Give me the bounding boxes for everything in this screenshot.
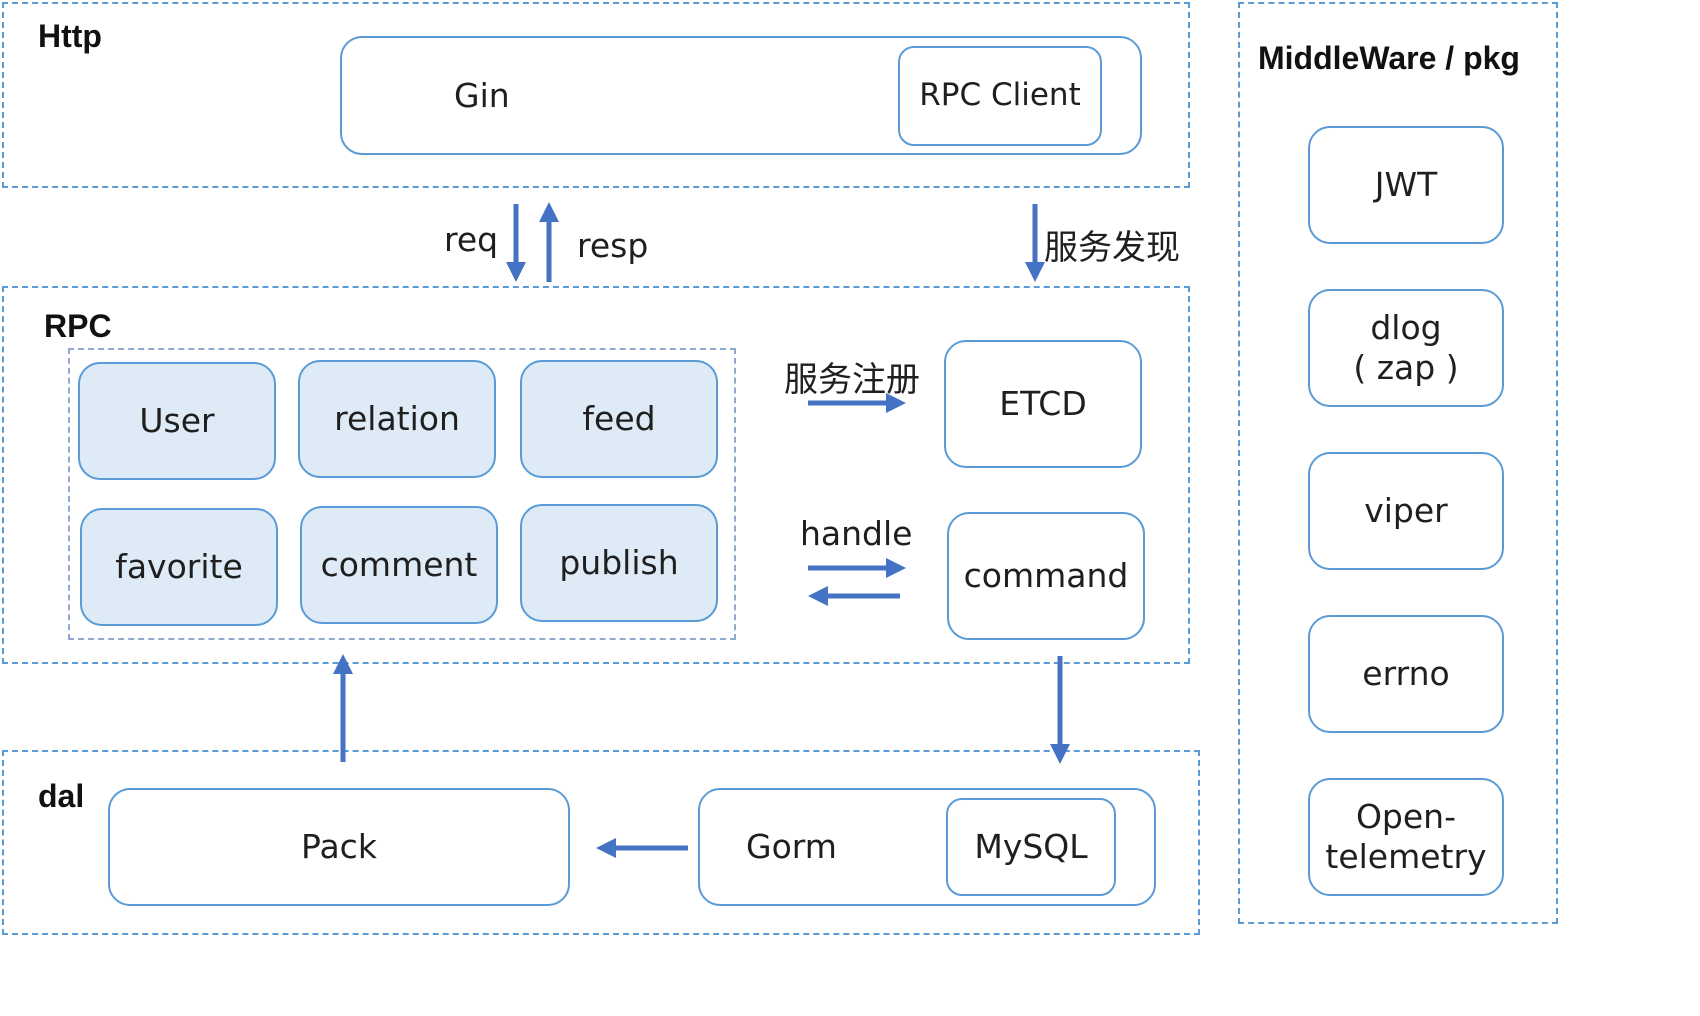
http-layer-title: Http bbox=[38, 18, 102, 54]
service-feed: feed bbox=[520, 360, 718, 478]
middleware-viper: viper bbox=[1308, 452, 1504, 570]
register-label: 服务注册 bbox=[784, 360, 920, 400]
middleware-dlog-label: dlog ( zap ) bbox=[1353, 308, 1459, 387]
etcd-box: ETCD bbox=[944, 340, 1142, 468]
service-favorite-label: favorite bbox=[115, 547, 243, 587]
middleware-opentelemetry: Open- telemetry bbox=[1308, 778, 1504, 896]
handle-label: handle bbox=[800, 514, 913, 553]
middleware-jwt-label: JWT bbox=[1374, 165, 1438, 205]
pack-label: Pack bbox=[301, 827, 377, 867]
etcd-label: ETCD bbox=[999, 384, 1087, 424]
service-publish-label: publish bbox=[559, 543, 679, 583]
middleware-layer bbox=[1238, 2, 1558, 924]
rpc-client-box: RPC Client bbox=[898, 46, 1102, 146]
req-arrowhead bbox=[506, 262, 526, 282]
gorm-to-pack-arrowhead bbox=[596, 838, 616, 858]
register-arrowhead bbox=[886, 393, 906, 413]
service-relation-label: relation bbox=[334, 399, 460, 439]
rpc-services-group bbox=[68, 348, 736, 640]
service-user-label: User bbox=[139, 401, 215, 441]
service-publish: publish bbox=[520, 504, 718, 622]
discovery-arrowhead bbox=[1025, 262, 1045, 282]
middleware-errno-label: errno bbox=[1362, 654, 1450, 694]
rpc-layer bbox=[2, 286, 1190, 664]
pack-box: Pack bbox=[108, 788, 570, 906]
middleware-dlog: dlog ( zap ) bbox=[1308, 289, 1504, 407]
req-label: req bbox=[444, 220, 499, 259]
middleware-jwt: JWT bbox=[1308, 126, 1504, 244]
gin-label: Gin bbox=[454, 75, 510, 115]
pack-to-rpc-arrowhead bbox=[333, 654, 353, 674]
command-to-dal-arrowhead bbox=[1050, 744, 1070, 764]
service-comment: comment bbox=[300, 506, 498, 624]
mysql-box: MySQL bbox=[946, 798, 1116, 896]
service-user: User bbox=[78, 362, 276, 480]
rpc-layer-title: RPC bbox=[44, 308, 112, 344]
middleware-layer-title: MiddleWare / pkg bbox=[1258, 40, 1520, 76]
middleware-opentelemetry-label: Open- telemetry bbox=[1325, 797, 1487, 876]
dal-layer bbox=[2, 750, 1200, 935]
command-box: command bbox=[947, 512, 1145, 640]
service-feed-label: feed bbox=[582, 399, 656, 439]
http-layer bbox=[2, 2, 1190, 188]
discovery-label: 服务发现 bbox=[1044, 228, 1180, 268]
dal-layer-title: dal bbox=[38, 778, 85, 814]
handle-left-arrowhead bbox=[808, 586, 828, 606]
command-label: command bbox=[963, 556, 1129, 596]
rpc-client-label: RPC Client bbox=[919, 77, 1081, 114]
gorm-label: Gorm bbox=[746, 827, 837, 867]
middleware-errno: errno bbox=[1308, 615, 1504, 733]
service-favorite: favorite bbox=[80, 508, 278, 626]
resp-arrowhead bbox=[539, 202, 559, 222]
handle-right-arrowhead bbox=[886, 558, 906, 578]
mysql-label: MySQL bbox=[974, 827, 1088, 867]
resp-label: resp bbox=[577, 226, 649, 265]
service-relation: relation bbox=[298, 360, 496, 478]
middleware-viper-label: viper bbox=[1364, 491, 1448, 531]
service-comment-label: comment bbox=[320, 545, 478, 585]
